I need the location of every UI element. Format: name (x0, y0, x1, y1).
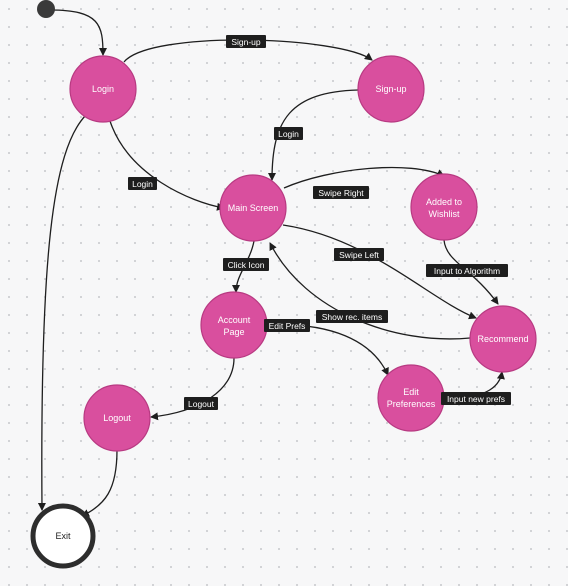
edge-logout-to-exit (81, 449, 118, 517)
label-recommend-to-main-text: Show rec. items (322, 312, 382, 322)
label-wishlist-to-recommend: Input to Algorithm (426, 264, 508, 277)
state-edit-preferences[interactable]: Edit Preferences (377, 364, 445, 432)
state-edit-label-line2: Preferences (387, 399, 436, 409)
state-signup[interactable]: Sign-up (357, 55, 425, 123)
edge-account-to-edit (266, 324, 389, 376)
edge-main-to-wishlist (283, 166, 445, 189)
label-signup-to-main-text: Login (278, 129, 299, 139)
label-recommend-to-main: Show rec. items (316, 310, 388, 323)
label-wishlist-to-recommend-text: Input to Algorithm (434, 266, 500, 276)
state-signup-label: Sign-up (375, 84, 406, 94)
state-added-to-wishlist[interactable]: Added to Wishlist (410, 173, 478, 241)
edge-main-to-recommend (282, 224, 477, 320)
state-account-page[interactable]: Account Page (200, 291, 268, 359)
start-node (37, 0, 55, 18)
label-main-to-wishlist: Swipe Right (313, 186, 369, 199)
label-main-to-account: Click Icon (223, 258, 269, 271)
label-account-to-logout: Logout (184, 397, 218, 410)
label-edit-to-recommend-text: Input new prefs (447, 394, 505, 404)
label-account-to-logout-text: Logout (188, 399, 215, 409)
label-login-to-signup-text: Sign-up (231, 37, 261, 47)
state-exit-label: Exit (55, 531, 71, 541)
edge-start-to-login (49, 9, 107, 56)
state-main-screen[interactable]: Main Screen (219, 174, 287, 242)
state-account-label-line2: Page (223, 327, 244, 337)
label-edit-to-recommend: Input new prefs (441, 392, 511, 405)
state-login[interactable]: Login (69, 55, 137, 123)
state-wishlist-label-line1: Added to (426, 197, 462, 207)
state-exit[interactable]: Exit (30, 503, 96, 569)
label-account-to-edit: Edit Prefs (264, 319, 310, 332)
label-login-to-main: Login (128, 177, 157, 190)
edge-login-to-main (109, 120, 225, 211)
state-account-label-line1: Account (218, 315, 251, 325)
state-login-label: Login (92, 84, 114, 94)
label-main-to-recommend: Swipe Left (334, 248, 384, 261)
label-main-to-wishlist-text: Swipe Right (318, 188, 364, 198)
edge-login-to-exit (37, 114, 87, 511)
state-logout[interactable]: Logout (83, 384, 151, 452)
label-main-to-recommend-text: Swipe Left (339, 250, 379, 260)
state-logout-label: Logout (103, 413, 131, 423)
state-edit-label-line1: Edit (403, 387, 419, 397)
edge-signup-to-main (268, 89, 359, 181)
label-signup-to-main: Login (274, 127, 303, 140)
state-recommend[interactable]: Recommend (469, 305, 537, 373)
state-recommend-label: Recommend (477, 334, 528, 344)
label-account-to-edit-text: Edit Prefs (269, 321, 306, 331)
edge-labels: Sign-up Login Login Swipe Right Click Ic… (128, 35, 511, 410)
label-login-to-signup: Sign-up (226, 35, 266, 48)
state-wishlist-label-line2: Wishlist (429, 209, 460, 219)
state-main-screen-label: Main Screen (228, 203, 279, 213)
label-login-to-main-text: Login (132, 179, 153, 189)
label-main-to-account-text: Click Icon (228, 260, 265, 270)
